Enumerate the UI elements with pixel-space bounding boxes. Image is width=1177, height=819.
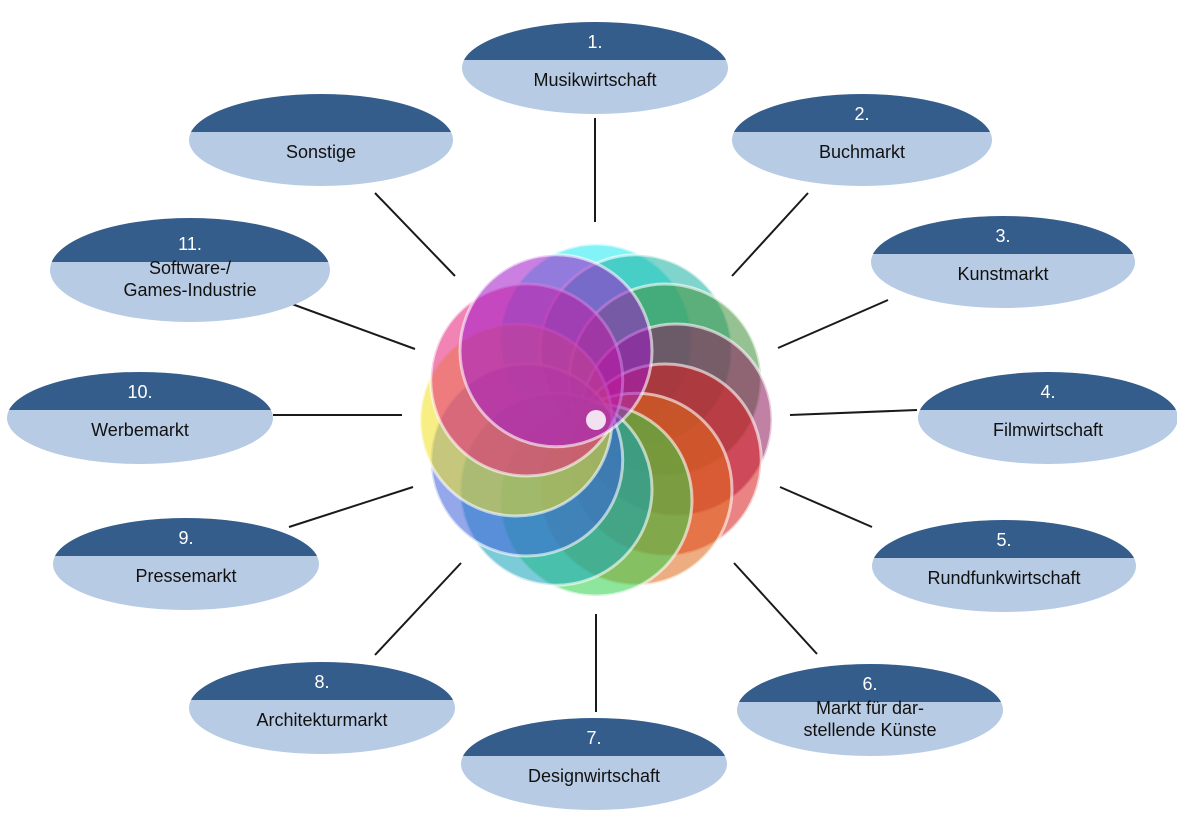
segment-number: 10. [127, 382, 152, 402]
segment-node-darstellende-kuenste: 6. Markt für dar-stellende Künste [737, 664, 1003, 756]
connector-line-buchmarkt [731, 192, 809, 277]
segment-nodes: 1. Musikwirtschaft 2. Buchmarkt 3. Kunstmarkt… [7, 22, 1177, 810]
segment-node-designwirtschaft: 7. Designwirtschaft [461, 718, 727, 810]
segment-number: 11. [178, 234, 202, 254]
connector-line-rundfunkwirtschaft [779, 486, 873, 528]
segment-node-musikwirtschaft: 1. Musikwirtschaft [462, 22, 728, 114]
segment-node-kunstmarkt: 3. Kunstmarkt [871, 216, 1135, 308]
ellipse-top [189, 94, 453, 132]
flower-petal [458, 253, 654, 449]
segment-label: Designwirtschaft [528, 766, 660, 786]
connector-lines [273, 118, 918, 712]
center-flower-graphic [418, 242, 774, 598]
connector-line-sonstige [374, 192, 456, 277]
segment-number: 2. [854, 104, 869, 124]
segment-label: Markt für dar- [816, 698, 924, 718]
segment-label: Sonstige [286, 142, 356, 162]
segment-number: 3. [995, 226, 1010, 246]
segment-label: Filmwirtschaft [993, 420, 1103, 440]
connector-line-darstellende-kuenste [733, 562, 818, 655]
segment-label: stellende Künste [803, 720, 936, 740]
segment-label: Werbemarkt [91, 420, 189, 440]
segment-number: 8. [314, 672, 329, 692]
segment-node-filmwirtschaft: 4. Filmwirtschaft [918, 372, 1177, 464]
segment-label: Musikwirtschaft [533, 70, 656, 90]
connector-line-filmwirtschaft [789, 409, 918, 416]
segment-label: Buchmarkt [819, 142, 905, 162]
segment-node-software-games: 11. Software-/Games-Industrie [50, 218, 330, 322]
segment-number: 1. [587, 32, 602, 52]
segment-number: 5. [996, 530, 1011, 550]
segment-label: Software-/ [149, 258, 231, 278]
segment-number: 6. [862, 674, 877, 694]
segment-node-architekturmarkt: 8. Architekturmarkt [189, 662, 455, 754]
segment-number: 7. [586, 728, 601, 748]
segment-node-pressemarkt: 9. Pressemarkt [53, 518, 319, 610]
flower-center [586, 410, 606, 430]
connector-line-software-games [280, 299, 416, 350]
segment-number: 9. [178, 528, 193, 548]
segment-label: Games-Industrie [123, 280, 256, 300]
connector-line-architekturmarkt [374, 562, 462, 656]
segment-label: Kunstmarkt [957, 264, 1048, 284]
segment-number: 4. [1040, 382, 1055, 402]
connector-line-pressemarkt [288, 486, 414, 528]
segment-label: Architekturmarkt [256, 710, 387, 730]
segment-label: Pressemarkt [135, 566, 236, 586]
segment-node-buchmarkt: 2. Buchmarkt [732, 94, 992, 186]
segment-node-sonstige: Sonstige [189, 94, 453, 186]
segment-node-werbemarkt: 10. Werbemarkt [7, 372, 273, 464]
segment-node-rundfunkwirtschaft: 5. Rundfunkwirtschaft [872, 520, 1136, 612]
connector-line-kunstmarkt [777, 299, 889, 349]
segment-label: Rundfunkwirtschaft [927, 568, 1080, 588]
